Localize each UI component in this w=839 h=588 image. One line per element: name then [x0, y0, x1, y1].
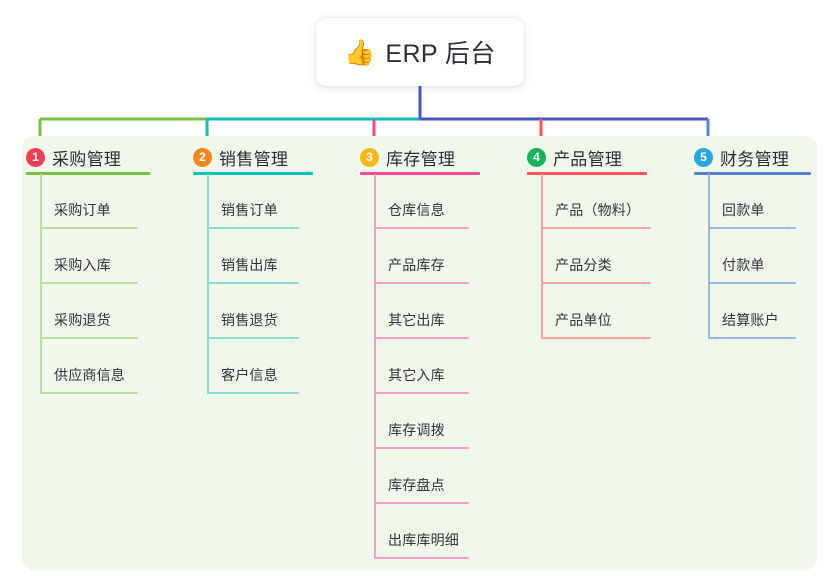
branch-badge-5: 5	[694, 148, 713, 167]
branch-badge-4: 4	[527, 148, 546, 167]
branch-item-rule	[708, 227, 796, 229]
branch-rule-3	[360, 172, 480, 175]
branch-item-label: 采购入库	[54, 257, 111, 273]
branch-item[interactable]: 销售退货	[207, 284, 299, 339]
branch-item-rule	[40, 282, 138, 284]
root-node-title: ERP 后台	[385, 40, 496, 68]
branch-item-label: 库存盘点	[388, 477, 445, 493]
branch-item-label: 产品分类	[555, 257, 612, 273]
branch-rule-2	[193, 172, 313, 175]
branch-item-label: 出库库明细	[388, 532, 459, 548]
branch-item[interactable]: 采购入库	[40, 229, 138, 284]
branch-spine-2	[207, 174, 209, 394]
branch-item[interactable]: 产品分类	[541, 229, 651, 284]
branch-item[interactable]: 库存调拨	[374, 394, 469, 449]
branch-item-rule	[207, 282, 299, 284]
branch-item[interactable]: 采购订单	[40, 174, 138, 229]
branch-header-4[interactable]: 4 产品管理	[527, 145, 622, 170]
branch-badge-3: 3	[360, 148, 379, 167]
branch-title-2: 销售管理	[219, 150, 289, 169]
branch-item-rule	[374, 282, 469, 284]
branch-item[interactable]: 产品（物料）	[541, 174, 651, 229]
branch-item-label: 产品单位	[555, 312, 612, 328]
branch-item-rule	[374, 227, 469, 229]
branch-item[interactable]: 结算账户	[708, 284, 796, 339]
branch-item-label: 客户信息	[221, 367, 278, 383]
branch-item-rule	[541, 337, 651, 339]
branch-rule-4	[527, 172, 647, 175]
thumbs-up-icon: 👍	[344, 38, 376, 67]
branch-badge-2: 2	[193, 148, 212, 167]
branch-item-label: 其它出库	[388, 312, 445, 328]
branch-item-rule	[207, 392, 299, 394]
branch-item-rule	[541, 227, 651, 229]
branch-header-2[interactable]: 2 销售管理	[193, 145, 288, 170]
branch-item[interactable]: 其它出库	[374, 284, 469, 339]
branch-item-label: 供应商信息	[54, 367, 125, 383]
branch-rule-5	[694, 172, 811, 175]
branch-item[interactable]: 库存盘点	[374, 449, 469, 504]
branch-item[interactable]: 产品库存	[374, 229, 469, 284]
branch-header-3[interactable]: 3 库存管理	[360, 145, 455, 170]
branch-title-3: 库存管理	[386, 150, 456, 169]
branch-item-rule	[207, 227, 299, 229]
branch-item-label: 销售出库	[221, 257, 278, 273]
branch-item-rule	[541, 282, 651, 284]
branch-header-1[interactable]: 1 采购管理	[26, 145, 121, 170]
branch-item-label: 结算账户	[722, 312, 779, 328]
branch-item-label: 库存调拨	[388, 422, 445, 438]
branch-item[interactable]: 其它入库	[374, 339, 469, 394]
branch-item[interactable]: 销售订单	[207, 174, 299, 229]
branch-item-rule	[374, 392, 469, 394]
branch-item-rule	[708, 282, 796, 284]
branch-item[interactable]: 回款单	[708, 174, 796, 229]
branch-item[interactable]: 采购退货	[40, 284, 138, 339]
branch-badge-1: 1	[26, 148, 45, 167]
branch-item[interactable]: 客户信息	[207, 339, 299, 394]
branch-item-rule	[40, 337, 138, 339]
branch-spine-3	[374, 174, 376, 559]
branch-item-rule	[40, 392, 138, 394]
branch-item-label: 产品库存	[388, 257, 445, 273]
branch-item-rule	[374, 337, 469, 339]
branch-item-rule	[708, 337, 796, 339]
branch-item-rule	[374, 447, 469, 449]
branch-item[interactable]: 产品单位	[541, 284, 651, 339]
branch-item-rule	[40, 227, 138, 229]
branch-item[interactable]: 销售出库	[207, 229, 299, 284]
branch-item-label: 其它入库	[388, 367, 445, 383]
branch-item[interactable]: 付款单	[708, 229, 796, 284]
branch-item-label: 采购订单	[54, 202, 111, 218]
branch-item-label: 产品（物料）	[555, 202, 641, 218]
branch-item-rule	[207, 337, 299, 339]
branch-item[interactable]: 供应商信息	[40, 339, 138, 394]
branch-spine-1	[40, 174, 42, 394]
branch-spine-5	[708, 174, 710, 339]
branch-item-rule	[374, 557, 469, 559]
branch-spine-4	[541, 174, 543, 339]
branches-panel: 1 采购管理采购订单采购入库采购退货供应商信息 2 销售管理销售订单销售出库销售退货客…	[22, 136, 817, 570]
branch-title-5: 财务管理	[720, 150, 790, 169]
branch-item-label: 回款单	[722, 202, 765, 218]
branch-item-rule	[374, 502, 469, 504]
branch-item-label: 付款单	[722, 257, 765, 273]
branch-item-label: 销售订单	[221, 202, 278, 218]
branch-header-5[interactable]: 5 财务管理	[694, 145, 789, 170]
branch-title-1: 采购管理	[52, 150, 122, 169]
branch-item-label: 销售退货	[221, 312, 278, 328]
root-node-card[interactable]: 👍 ERP 后台	[316, 18, 524, 86]
branch-title-4: 产品管理	[553, 150, 623, 169]
branch-item[interactable]: 仓库信息	[374, 174, 469, 229]
branch-item-label: 仓库信息	[388, 202, 445, 218]
branch-rule-1	[26, 172, 150, 175]
branch-item[interactable]: 出库库明细	[374, 504, 469, 559]
branch-item-label: 采购退货	[54, 312, 111, 328]
